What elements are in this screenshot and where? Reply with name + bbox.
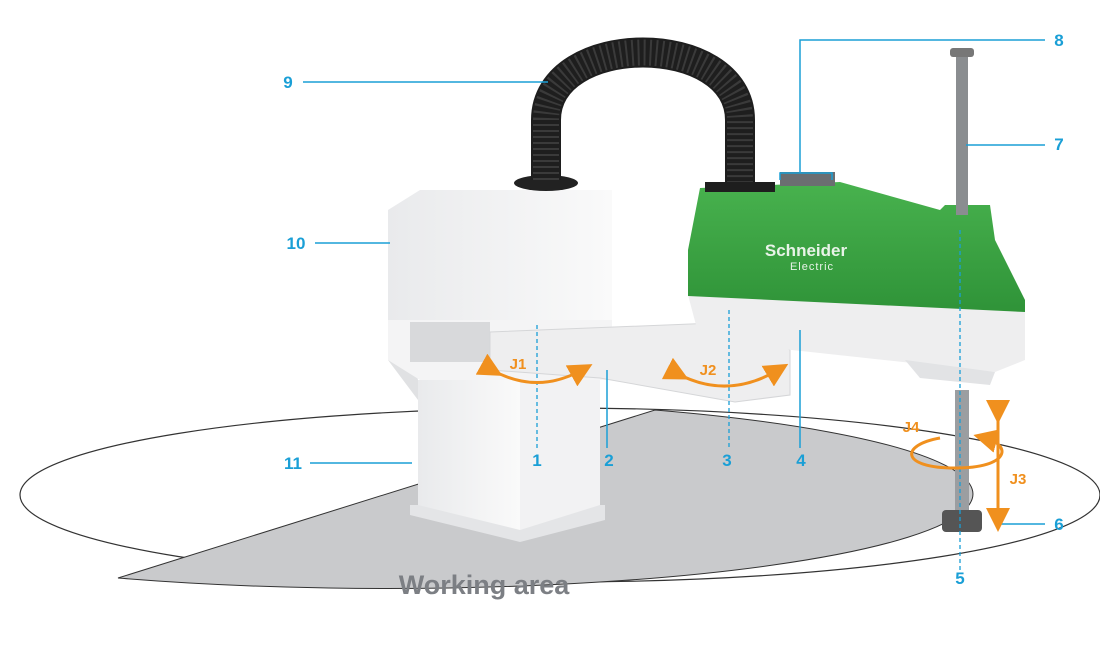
callout-4: 4 [796, 451, 806, 470]
joint-j1-label: J1 [510, 356, 527, 373]
brand-logo-line2: Electric [790, 261, 834, 273]
robot-base [388, 175, 612, 542]
callout-6: 6 [1054, 515, 1063, 534]
callout-2: 2 [604, 451, 613, 470]
working-area-label: Working area [399, 570, 571, 600]
brand-logo-line1: Schneider [765, 241, 848, 260]
callout-8: 8 [1054, 31, 1063, 50]
joint-j3-label: J3 [1010, 471, 1027, 488]
joint-j2-label: J2 [700, 362, 717, 379]
callout-11: 11 [284, 454, 302, 473]
callout-3: 3 [722, 451, 731, 470]
outer-arm: Schneider Electric [688, 172, 1025, 385]
cable-hose [531, 37, 755, 185]
callout-7: 7 [1054, 135, 1063, 154]
callout-10: 10 [287, 234, 306, 253]
callout-leaders [303, 39, 1045, 570]
joint-arrows [475, 353, 1010, 532]
joint-j4-label: J4 [903, 419, 920, 436]
callout-9: 9 [283, 73, 292, 92]
ball-screw-shaft [942, 48, 982, 532]
callout-5: 5 [955, 569, 964, 588]
callout-1: 1 [532, 451, 541, 470]
